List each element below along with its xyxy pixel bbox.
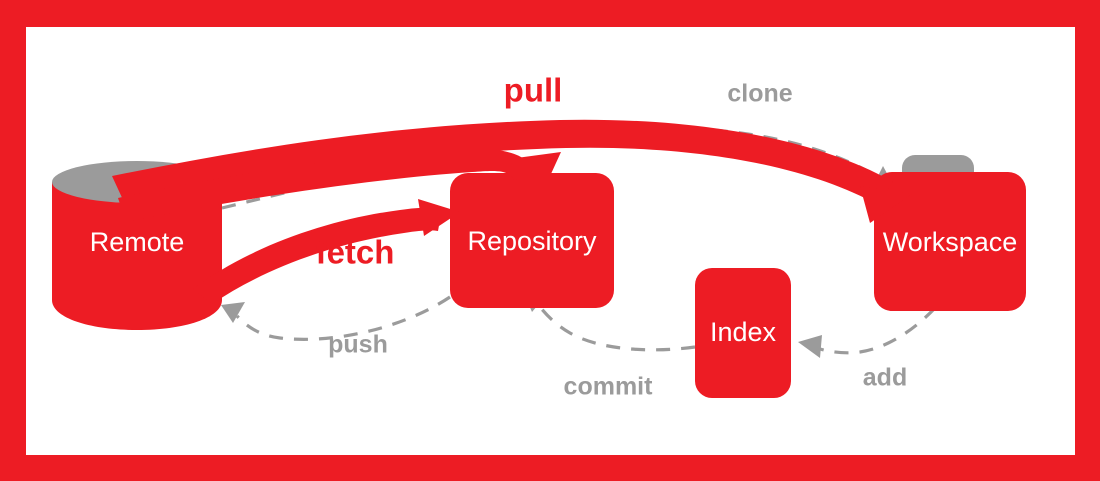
edge-label-fetch: fetch	[316, 234, 395, 271]
fetch-arrowhead	[418, 199, 460, 236]
edge-label-commit: commit	[564, 373, 654, 401]
fetch-path	[193, 207, 442, 304]
node-index[interactable]: Index	[695, 268, 791, 398]
pull-branch-arrowhead	[509, 152, 561, 187]
edge-pull-branch	[118, 148, 561, 222]
add-arrowhead	[798, 335, 822, 358]
node-workspace[interactable]: Workspace	[874, 155, 1026, 311]
edge-add: add	[798, 306, 937, 392]
edge-pull: pull	[112, 72, 912, 223]
edge-label-pull: pull	[504, 72, 563, 109]
node-label-index: Index	[710, 317, 777, 347]
node-label-remote: Remote	[90, 227, 185, 257]
index-box	[695, 268, 791, 398]
commit-path	[535, 302, 696, 352]
remote-cylinder-body	[52, 182, 222, 330]
push-arrowhead	[221, 302, 245, 323]
pull-branch-path	[118, 148, 537, 222]
pull-path	[112, 119, 893, 205]
repository-box	[450, 173, 614, 308]
edge-label-push: push	[328, 331, 388, 359]
edge-fetch: fetch	[193, 199, 460, 304]
add-path	[819, 306, 937, 355]
node-label-repository: Repository	[467, 226, 597, 256]
workspace-folder-body	[874, 172, 1026, 311]
pull-arrowhead	[860, 186, 912, 223]
edge-label-add: add	[863, 364, 907, 392]
edge-label-clone: clone	[727, 80, 792, 108]
node-label-workspace: Workspace	[883, 227, 1018, 257]
push-path	[235, 295, 451, 341]
edge-push: push	[221, 295, 451, 359]
node-repository[interactable]: Repository	[450, 173, 614, 308]
